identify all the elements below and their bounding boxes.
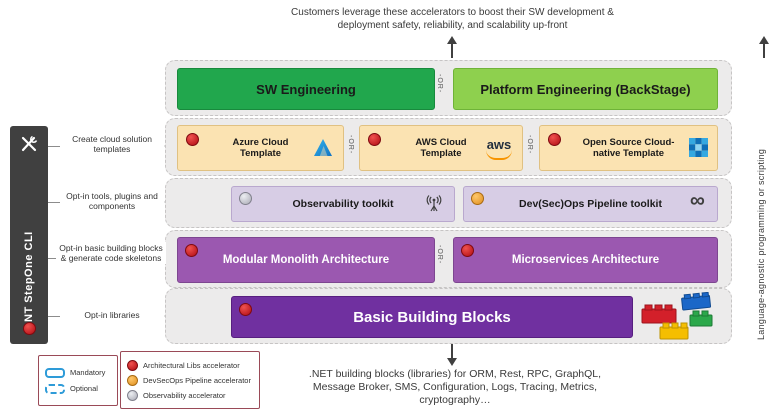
aws-template-box: AWS Cloud Template aws — [359, 125, 523, 171]
top-caption-line1: Customers leverage these accelerators to… — [291, 7, 614, 18]
architectural-libs-dot — [186, 133, 199, 146]
infinity-icon: ∞ — [690, 189, 705, 212]
or-separator: -OR- — [347, 135, 354, 155]
aws-smile-icon — [486, 150, 512, 160]
legend-item-mandatory: Mandatory — [45, 367, 111, 378]
basic-building-blocks-box: Basic Building Blocks — [231, 296, 633, 338]
bottom-caption-line2: Message Broker, SMS, Configuration, Logs… — [312, 381, 598, 393]
or-separator: -OR- — [526, 135, 533, 155]
devsecops-toolkit-box: Dev(Sec)Ops Pipeline toolkit ∞ — [463, 186, 718, 222]
observability-dot — [239, 192, 252, 205]
row-basic-building-blocks: Basic Building Blocks — [165, 288, 732, 344]
label-opt-in-tools: Opt-in tools, plugins and components — [60, 190, 164, 212]
architectural-libs-dot — [368, 133, 381, 146]
lego-bricks-image — [638, 291, 716, 345]
open-source-template-label: Open Source Cloud-native Template — [582, 137, 675, 159]
devsecops-label: DevSecOps Pipeline accelerator — [143, 375, 251, 385]
architectural-libs-dot — [185, 244, 198, 257]
row-engineering: SW Engineering -OR- Platform Engineering… — [165, 60, 732, 116]
basic-building-blocks-label: Basic Building Blocks — [353, 308, 511, 326]
azure-logo-icon — [312, 137, 334, 164]
row-architecture: Modular Monolith Architecture -OR- Micro… — [165, 230, 732, 288]
mandatory-swatch — [45, 367, 65, 378]
top-caption-line2: deployment safety, reliability, and scal… — [337, 20, 568, 31]
up-arrow-top — [447, 36, 457, 58]
optional-swatch — [45, 383, 65, 394]
modular-monolith-box: Modular Monolith Architecture — [177, 237, 435, 283]
architectural-libs-dot — [22, 322, 36, 335]
row-cloud-templates: Azure Cloud Template -OR- AWS Cloud Temp… — [165, 118, 732, 176]
sw-engineering-box: SW Engineering — [177, 68, 435, 110]
observability-label: Observability accelerator — [143, 390, 226, 400]
architectural-libs-dot — [461, 244, 474, 257]
cloud-native-checker-icon — [689, 138, 708, 162]
or-separator: -OR- — [436, 245, 443, 265]
bottom-caption-line3: cryptography… — [419, 394, 491, 406]
aws-logo-icon: aws — [486, 137, 512, 160]
sw-engineering-label: SW Engineering — [256, 81, 356, 97]
azure-template-label: Azure Cloud Template — [232, 137, 289, 159]
platform-engineering-label: Platform Engineering (BackStage) — [480, 81, 691, 97]
top-caption: Customers leverage these accelerators to… — [170, 6, 735, 32]
architectural-libs-dot — [548, 133, 561, 146]
cli-label: NT StepOne CLI — [23, 231, 35, 322]
tools-icon — [19, 134, 39, 159]
architectural-libs-dot — [127, 359, 138, 371]
devsecops-dot — [471, 192, 484, 205]
modular-monolith-label: Modular Monolith Architecture — [222, 254, 390, 266]
label-opt-in-libraries: Opt-in libraries — [60, 309, 164, 321]
optional-label: Optional — [70, 384, 98, 393]
platform-engineering-box: Platform Engineering (BackStage) — [453, 68, 718, 110]
or-separator: -OR- — [436, 74, 443, 94]
observability-toolkit-label: Observability toolkit — [292, 198, 394, 210]
aws-template-label: AWS Cloud Template — [415, 137, 467, 159]
architectural-libs-dot — [239, 303, 252, 316]
right-vertical-label: Language-agnostic programming or scripti… — [756, 148, 766, 340]
microservices-box: Microservices Architecture — [453, 237, 718, 283]
observability-toolkit-box: Observability toolkit — [231, 186, 455, 222]
legend-item-architectural-libs: Architectural Libs accelerator — [127, 359, 253, 371]
microservices-label: Microservices Architecture — [511, 254, 660, 266]
legend-item-observability: Observability accelerator — [127, 389, 253, 401]
row-toolkits: Observability toolkit Dev(Sec)Ops Pipeli… — [165, 178, 732, 228]
mandatory-optional-legend: Mandatory Optional — [38, 355, 118, 406]
devsecops-dot — [127, 374, 138, 386]
aws-wordmark: aws — [486, 137, 512, 152]
legend-item-optional: Optional — [45, 383, 111, 394]
architectural-libs-label: Architectural Libs accelerator — [143, 360, 240, 370]
up-arrow-right — [759, 36, 769, 58]
azure-template-box: Azure Cloud Template — [177, 125, 344, 171]
nt-stepone-cli-box: NT StepOne CLI — [10, 126, 48, 344]
label-create-cloud-templates: Create cloud solution templates — [60, 133, 164, 155]
bottom-caption: .NET building blocks (libraries) for ORM… — [285, 368, 625, 407]
antenna-icon — [424, 194, 444, 219]
down-arrow-bottom — [447, 344, 457, 366]
mandatory-label: Mandatory — [70, 368, 106, 377]
legend-item-devsecops: DevSecOps Pipeline accelerator — [127, 374, 253, 386]
observability-dot — [127, 389, 138, 401]
accelerator-legend: Architectural Libs accelerator DevSecOps… — [120, 351, 260, 409]
label-opt-in-building-blocks: Opt-in basic building blocks & generate … — [56, 242, 166, 264]
devsecops-toolkit-label: Dev(Sec)Ops Pipeline toolkit — [519, 198, 662, 210]
bottom-caption-line1: .NET building blocks (libraries) for ORM… — [308, 368, 602, 380]
open-source-template-box: Open Source Cloud-native Template — [539, 125, 718, 171]
